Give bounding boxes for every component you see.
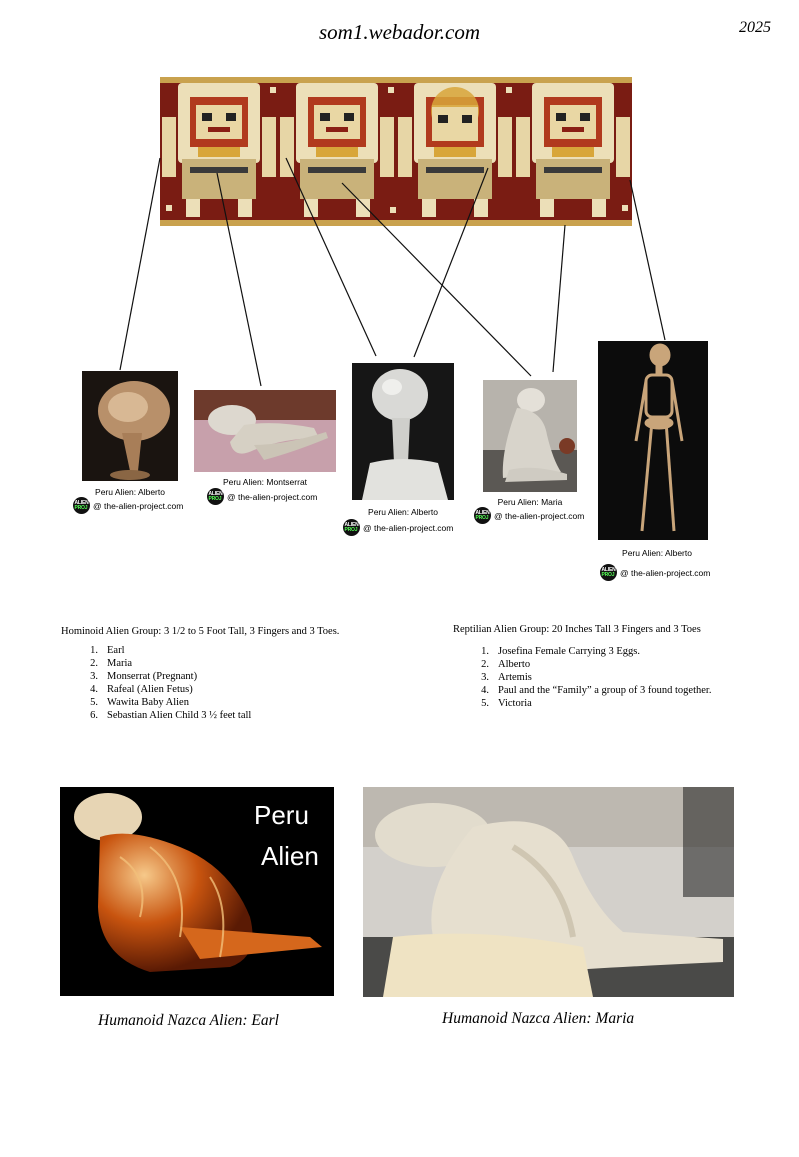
specimen-caption: Peru Alien: Montserrat bbox=[222, 477, 308, 487]
specimen-caption: Peru Alien: Alberto bbox=[622, 548, 692, 558]
specimen-photo-skeleton bbox=[598, 341, 708, 540]
list-item: 1.Josefina Female Carrying 3 Eggs. bbox=[481, 646, 641, 657]
list-item: 5.Victoria bbox=[481, 698, 532, 709]
nazca-textile-image bbox=[160, 77, 632, 226]
earl-caption: Humanoid Nazca Alien: Earl bbox=[98, 1012, 279, 1029]
specimen-caption: Peru Alien: Alberto bbox=[368, 507, 438, 517]
credit-text: @ the-alien-project.com bbox=[93, 500, 184, 511]
specimen-caption: Peru Alien: Alberto bbox=[95, 487, 165, 497]
alien-overlay-text: Alien bbox=[261, 841, 319, 871]
earl-ct-scan-photo: Peru Alien bbox=[60, 787, 334, 996]
list-item: 4.Paul and the “Family” a group of 3 fou… bbox=[481, 685, 712, 696]
peru-overlay-text: Peru bbox=[254, 800, 309, 830]
list-item: 6.Sebastian Alien Child 3 ½ feet tall bbox=[90, 710, 252, 721]
hominoid-group-heading: Hominoid Alien Group: 3 1/2 to 5 Foot Ta… bbox=[61, 626, 340, 637]
specimen-photo-skull bbox=[82, 371, 178, 481]
specimen-photo-montserrat bbox=[194, 390, 336, 472]
list-item: 5.Wawita Baby Alien bbox=[90, 697, 189, 708]
list-item: 4.Rafeal (Alien Fetus) bbox=[90, 684, 193, 695]
list-item: 3.Artemis bbox=[481, 672, 532, 683]
specimen-photo-maria bbox=[483, 380, 577, 492]
list-item: 2.Alberto bbox=[481, 659, 531, 670]
hominoid-list: 1.Earl 2.Maria 3.Monserrat (Pregnant) 4.… bbox=[76, 644, 251, 722]
maria-caption: Humanoid Nazca Alien: Maria bbox=[442, 1010, 635, 1027]
list-item: 2.Maria bbox=[90, 658, 133, 669]
reptilian-list: 1.Josefina Female Carrying 3 Eggs. 2.Alb… bbox=[467, 645, 711, 710]
reptilian-group-heading: Reptilian Alien Group: 20 Inches Tall 3 … bbox=[453, 624, 701, 635]
textile-pattern bbox=[160, 77, 632, 226]
year-label: 2025 bbox=[739, 19, 771, 36]
credit-text: @ the-alien-project.com bbox=[494, 510, 585, 521]
site-title: som1.webador.com bbox=[319, 20, 480, 44]
credit-text: @ the-alien-project.com bbox=[620, 567, 711, 578]
specimen-photo-alberto-head bbox=[352, 363, 454, 500]
list-item: 3.Monserrat (Pregnant) bbox=[90, 671, 198, 682]
list-item: 1.Earl bbox=[90, 645, 125, 656]
credit-text: @ the-alien-project.com bbox=[363, 522, 454, 533]
specimen-caption: Peru Alien: Maria bbox=[497, 497, 563, 507]
maria-photo bbox=[363, 787, 734, 997]
credit-text: @ the-alien-project.com bbox=[227, 491, 318, 502]
